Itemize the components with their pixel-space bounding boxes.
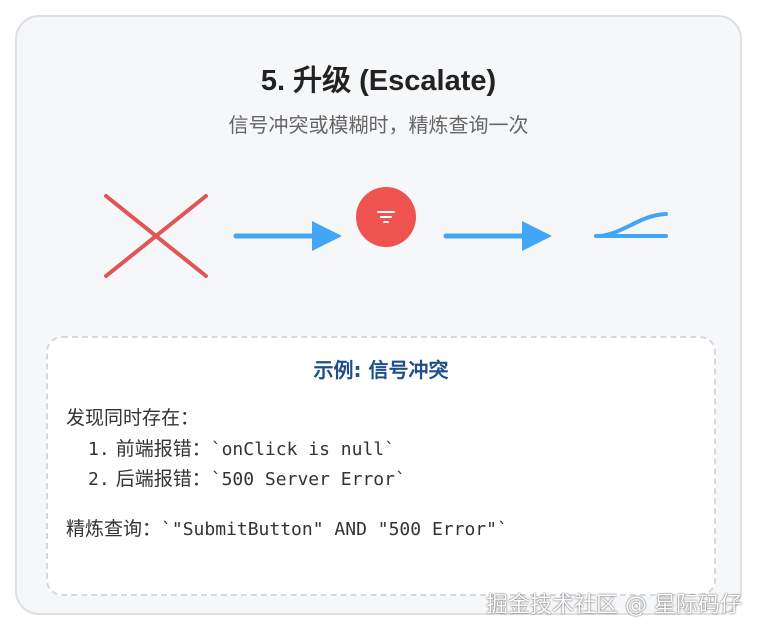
refined-query-line: 精炼查询：`"SubmitButton" AND "500 Error"` [66, 516, 508, 543]
cross-icon [104, 194, 208, 278]
example-item-number: 2. [88, 469, 110, 490]
card-subtitle: 信号冲突或模糊时，精炼查询一次 [228, 113, 529, 137]
escalate-flow-diagram [104, 187, 668, 278]
watermark: 掘金技术社区 @ 星际码仔 [486, 593, 742, 618]
example-item: 1. 前端报错：`onClick is null` [88, 436, 395, 463]
example-title: 示例: 信号冲突 [313, 358, 449, 382]
refined-query-code: `"SubmitButton" AND "500 Error"` [161, 519, 508, 540]
refined-query-label: 精炼查询： [66, 518, 162, 540]
example-item-number: 1. [88, 439, 110, 460]
example-item-code: `500 Server Error` [210, 469, 406, 490]
example-item-code: `onClick is null` [210, 439, 395, 460]
example-item: 2. 后端报错：`500 Server Error` [88, 466, 406, 493]
rising-curve-icon [594, 212, 668, 238]
example-intro: 发现同时存在： [66, 407, 200, 429]
filter-icon [356, 187, 416, 247]
card-title: 5. 升级 (Escalate) [260, 65, 497, 97]
example-item-label: 后端报错： [115, 468, 211, 490]
arrow-right-icon [233, 221, 342, 251]
example-box: 示例: 信号冲突 [46, 336, 716, 596]
example-item-label: 前端报错： [115, 438, 211, 460]
arrow-right-icon [443, 221, 552, 251]
